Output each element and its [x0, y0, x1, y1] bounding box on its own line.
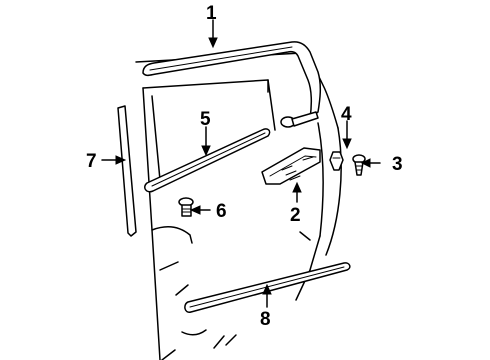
callout-8: 8 [260, 309, 271, 330]
rear-door-outline [135, 52, 342, 360]
door-handle [261, 147, 321, 185]
screw-fastener-3 [352, 154, 366, 176]
callout-6: 6 [216, 201, 227, 222]
callout-5: 5 [200, 109, 211, 130]
window-weatherstrip [142, 41, 322, 128]
callout-1: 1 [206, 3, 217, 24]
belt-molding [144, 128, 271, 193]
callout-2: 2 [290, 205, 301, 226]
clip-4 [329, 151, 344, 171]
pillar-molding [117, 105, 137, 237]
leader-lines [101, 19, 381, 308]
callout-3: 3 [392, 154, 403, 175]
clip-fastener-6 [178, 197, 194, 217]
callout-labels: 1 2 3 4 5 6 7 8 [86, 3, 403, 330]
callout-7: 7 [86, 151, 97, 172]
callout-4: 4 [341, 104, 352, 125]
